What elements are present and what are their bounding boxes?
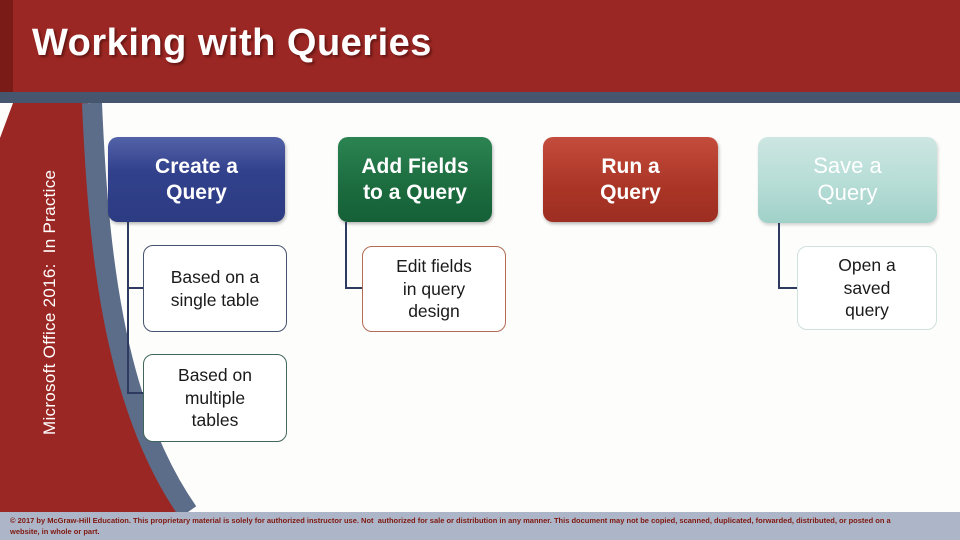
connector-addfields-vertical (345, 222, 347, 289)
connector-create-vertical (127, 222, 129, 394)
node-label-line: Based on (178, 365, 252, 386)
page-title: Working with Queries (32, 22, 432, 64)
node-label-line: query (845, 300, 889, 321)
connector-save-child1 (778, 287, 798, 289)
node-label-line: Query (600, 180, 661, 204)
node-label-line: Open a (838, 255, 896, 276)
node-label-line: Save a (813, 153, 882, 179)
copyright-text-line1: © 2017 by McGraw-Hill Education. This pr… (10, 516, 891, 525)
node-label-line: Add Fields (361, 154, 469, 178)
node-run-a-query: Run a Query (543, 137, 718, 222)
sidebar-book-title: Microsoft Office 2016: In Practice (40, 169, 59, 435)
node-based-on-a-single-table: Based on a single table (143, 245, 287, 332)
connector-addfields-child1 (345, 287, 363, 289)
node-label-line: Query (817, 180, 878, 205)
title-band-accent-strip (0, 0, 13, 92)
node-label-line: Create a (155, 154, 238, 178)
node-open-a-saved-query: Open a saved query (797, 246, 937, 330)
node-label-line: in query (402, 278, 466, 299)
node-based-on-multiple-tables: Based on multiple tables (143, 354, 287, 442)
node-label-line: single table (170, 289, 260, 310)
node-create-a-query: Create a Query (108, 137, 285, 222)
node-label-line: Run a (601, 154, 660, 178)
title-band (0, 0, 960, 92)
node-label-line: to a Query (363, 180, 467, 204)
connector-save-vertical (778, 223, 780, 289)
node-label-line: saved (843, 277, 891, 298)
node-save-a-query: Save a Query (758, 137, 937, 223)
sidebar-swoosh-graphic (0, 103, 197, 512)
node-edit-fields-in-query-design: Edit fields in query design (362, 246, 506, 332)
connector-create-child1 (127, 287, 144, 289)
copyright-text-line2: website, in whole or part. (10, 527, 100, 536)
node-label-line: tables (191, 410, 239, 431)
node-label-line: design (408, 301, 460, 322)
connector-create-child2 (127, 392, 144, 394)
node-label-line: Based on a (170, 267, 260, 288)
node-label-line: Query (166, 180, 227, 204)
node-label-line: Edit fields (396, 256, 472, 277)
copyright-footer-band: © 2017 by McGraw-Hill Education. This pr… (0, 512, 960, 540)
title-separator-bar (0, 92, 960, 103)
node-label-line: multiple (184, 387, 246, 408)
node-add-fields-to-a-query: Add Fields to a Query (338, 137, 492, 222)
